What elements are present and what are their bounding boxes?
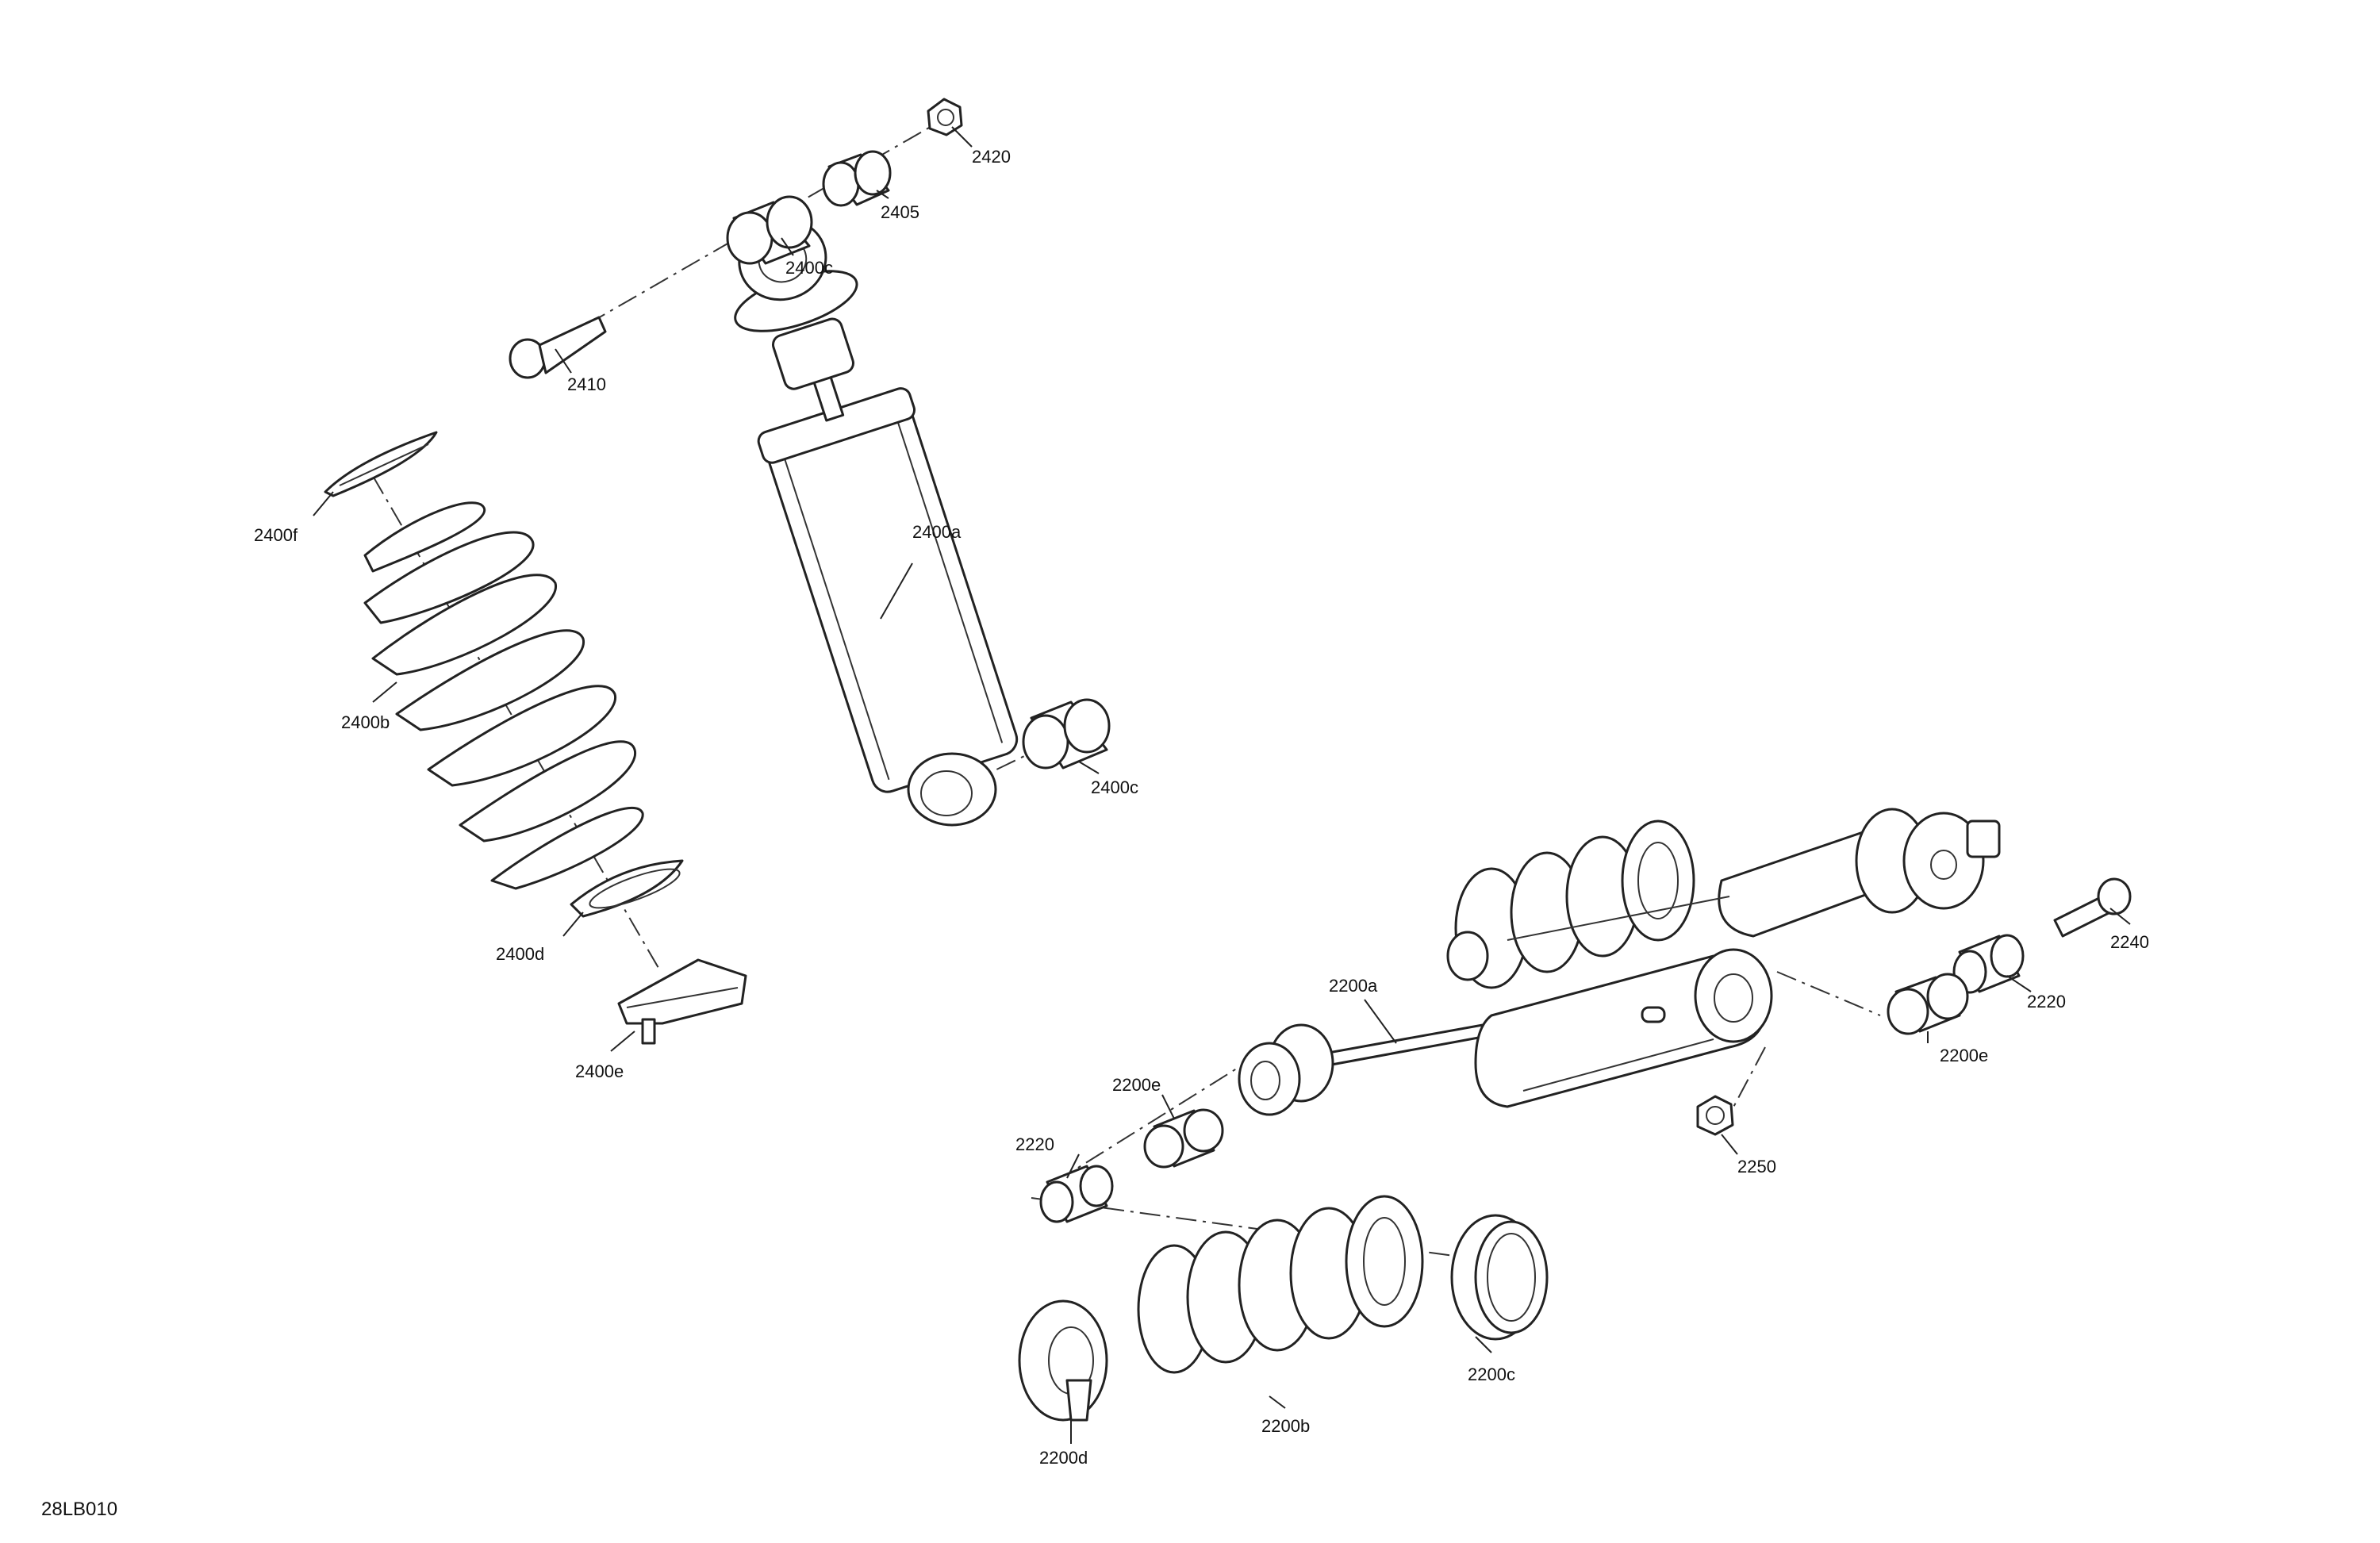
callout-2420: 2420 <box>972 147 1011 167</box>
callout-2400a: 2400a <box>912 522 962 542</box>
callout-2400f: 2400f <box>254 525 298 545</box>
leader-lines <box>313 126 2131 1444</box>
spacer-2405 <box>822 150 892 207</box>
bolt-2410 <box>509 316 607 379</box>
front-shock-assembly <box>734 218 1019 815</box>
bushing-2400c-upper <box>726 195 813 265</box>
callout-2240: 2240 <box>2110 932 2149 952</box>
spring-seat-2400d <box>570 859 684 918</box>
adjuster-ring-2200c <box>1450 1214 1549 1341</box>
rear-shock-top-spring <box>1446 819 1730 989</box>
callout-labels: 2420 2405 2400c 2410 2400f 2400a 2400b 2… <box>254 147 2149 1468</box>
lower-eyelet <box>907 752 997 827</box>
callout-2405: 2405 <box>881 202 919 222</box>
spring-seat-upper-2400f <box>324 431 438 497</box>
callout-2200b: 2200b <box>1261 1416 1310 1436</box>
nut-2250 <box>1696 1095 1734 1136</box>
callout-2200e-left: 2200e <box>1112 1075 1161 1095</box>
spacer-2220-left <box>1039 1165 1114 1223</box>
shock-body-2400a <box>734 218 1019 815</box>
callout-2400d: 2400d <box>496 944 544 964</box>
bushing-2200e-left <box>1143 1108 1224 1169</box>
spring-2400b <box>363 501 644 890</box>
callout-2250: 2250 <box>1737 1157 1776 1176</box>
nut-2420 <box>927 98 963 136</box>
shock-body-2200a <box>1238 948 1773 1116</box>
callout-2410: 2410 <box>567 374 606 394</box>
drawing-id: 28LB010 <box>41 1499 117 1520</box>
callout-2200c: 2200c <box>1468 1365 1515 1384</box>
callout-2200d: 2200d <box>1039 1448 1088 1468</box>
callout-2200a: 2200a <box>1329 976 1378 996</box>
bolt-2240 <box>2053 877 2132 938</box>
callout-2220-left: 2220 <box>1015 1134 1054 1154</box>
spring-seat-2200d <box>1018 1299 1108 1422</box>
spacer-2220-right <box>1952 934 2025 994</box>
lower-rod-end <box>1238 1023 1334 1116</box>
callout-2400e: 2400e <box>575 1061 624 1081</box>
rear-shock-top-reservoir <box>1718 808 2001 938</box>
adjuster-ring-2400e <box>617 958 747 1045</box>
bushing-2200e-right <box>1887 973 1969 1035</box>
callout-2200e-right: 2200e <box>1940 1046 1988 1065</box>
callout-2400b: 2400b <box>341 712 390 732</box>
bushing-2400c-lower <box>1022 698 1111 770</box>
spring-2200b <box>1137 1195 1424 1374</box>
callout-2400c-bottom: 2400c <box>1091 777 1138 797</box>
callout-2400c-top: 2400c <box>785 258 833 278</box>
callout-2220-right: 2220 <box>2027 992 2066 1011</box>
